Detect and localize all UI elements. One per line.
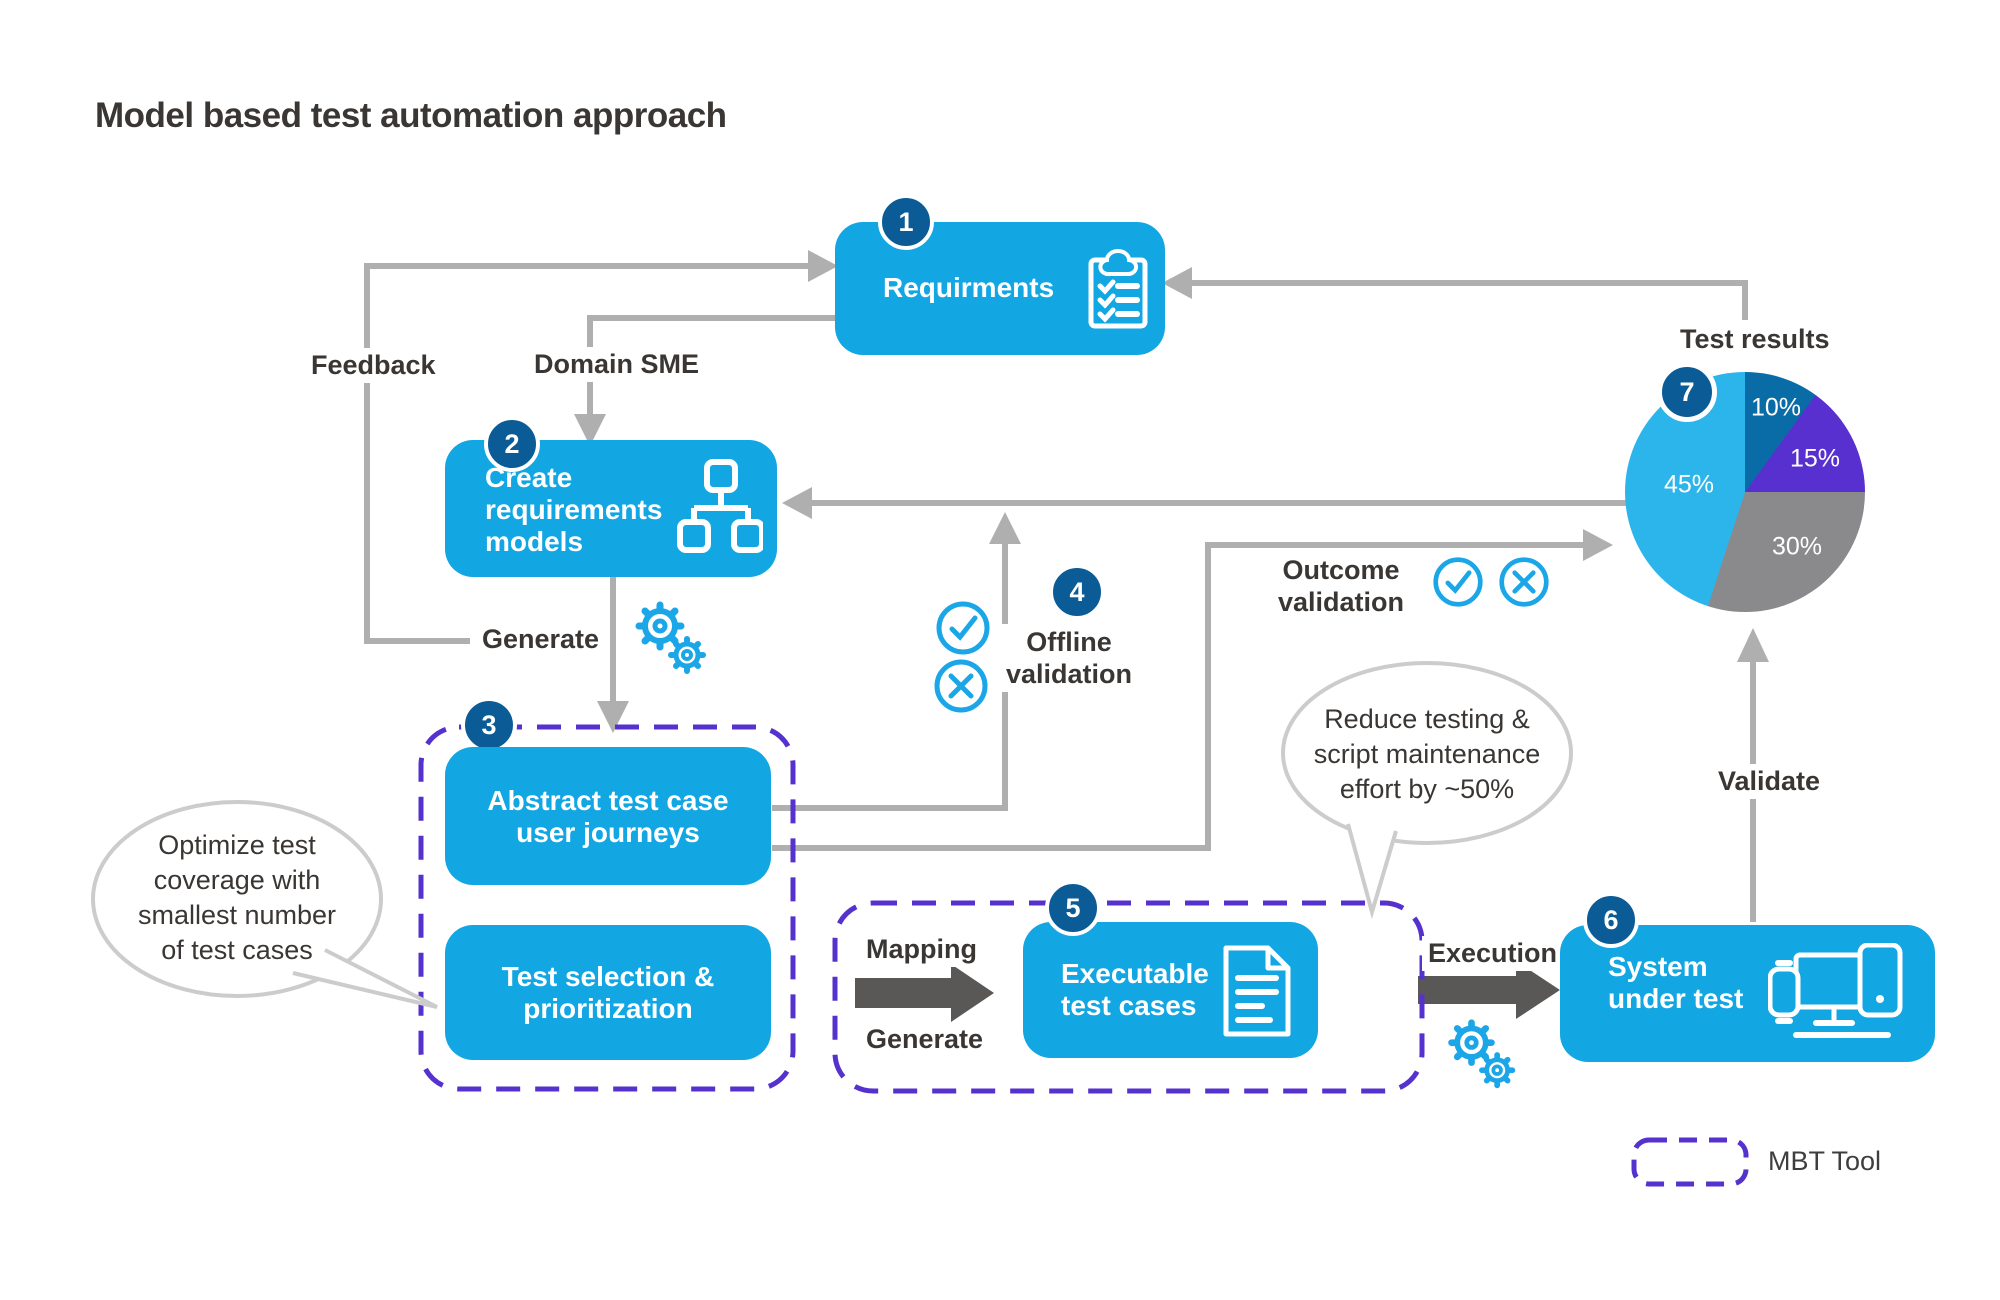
domain-sme-arrowhead [574,414,606,446]
outcome-validation-arrowhead [1583,529,1613,561]
outcome-validation-line [772,542,1583,851]
generate2-label: Generate [860,1022,990,1057]
offline-validation-line1: Offline [1026,627,1112,657]
reduce-bubble-text: Reduce testing & script maintenance effo… [1313,704,1541,804]
test-selection-box: Test selection & prioritization [445,925,771,1060]
generate-label: Generate [476,622,606,657]
page-title: Model based test automation approach [95,96,727,135]
hierarchy-model-icon [677,459,763,553]
offline-validation-arrowhead [989,512,1021,544]
optimize-bubble-tail [292,948,438,1009]
executable-line2: test cases [1061,990,1197,1021]
validate-arrowhead [1737,628,1769,662]
system-under-test-box: System under test [1560,925,1935,1062]
domain-sme-label: Domain SME [528,347,706,382]
abstract-line1: Abstract test case [487,785,729,816]
check-circle-icon [1433,557,1483,607]
execution-gears-icon [1448,1019,1516,1089]
feedback-label: Feedback [305,348,442,383]
selection-line1: Test selection & [501,961,715,992]
mapping-arrow-head [951,964,994,1022]
execution-arrow-head [1516,961,1560,1019]
create-models-line2: requirements [485,494,663,525]
results-to-requirements-line [1192,280,1748,320]
step-1-badge: 1 [878,194,934,250]
sut-line1: System [1608,951,1708,982]
abstract-test-case-box: Abstract test case user journeys [445,747,771,885]
create-models-line3: models [485,526,584,557]
mapping-arrow-body [855,978,951,1008]
mbt-legend-swatch [1631,1137,1749,1187]
optimize-bubble-shape [91,800,383,998]
generate-arrowhead [597,701,629,733]
x-circle-icon [1499,557,1549,607]
pie-label-10: 10% [1750,393,1802,422]
domain-sme-connector-line [587,315,838,416]
step-6-badge: 6 [1583,892,1639,948]
document-icon [1223,945,1291,1037]
clipboard-checklist-icon [1088,249,1148,329]
optimize-bubble-text: Optimize test coverage with smallest num… [137,830,337,965]
requirements-box: Requirments [835,222,1165,355]
feedback-connector-line [364,263,810,644]
step-4-badge: 4 [1049,564,1105,620]
feedback-arrowhead [808,250,838,282]
results-to-requirements-arrowhead [1162,267,1192,299]
reduce-bubble-shape [1281,661,1573,845]
devices-icon [1768,943,1903,1038]
pie-label-30: 30% [1771,532,1823,561]
step-2-badge: 2 [484,416,540,472]
abstract-line2: user journeys [516,817,700,848]
outcome-validation-line2: validation [1278,587,1405,617]
offline-validation-line2: validation [1006,659,1133,689]
mapping-label: Mapping [860,932,983,967]
pie-to-models-arrowhead [782,487,812,519]
generate-gears-icon [635,601,706,674]
requirements-label: Requirments [883,272,1055,303]
pie-label-45: 45% [1663,470,1715,499]
mbt-group-5-dashed-border [832,900,1425,1094]
execution-arrow-body [1418,976,1516,1004]
step-3-badge: 3 [461,697,517,753]
mbt-tool-legend-label: MBT Tool [1768,1146,1882,1176]
executable-line1: Executable [1061,958,1209,989]
step-5-badge: 5 [1045,880,1101,936]
check-circle-icon [936,601,990,655]
reduce-bubble-tail [1346,823,1398,920]
execution-label: Execution [1422,936,1564,971]
selection-line2: prioritization [523,993,693,1024]
sut-line2: under test [1608,983,1744,1014]
pie-label-15: 15% [1789,444,1841,473]
executable-test-cases-box: Executable test cases [1023,922,1318,1058]
validate-label: Validate [1712,764,1827,799]
step-7-badge: 7 [1657,362,1717,422]
outcome-validation-line1: Outcome [1282,555,1400,585]
x-circle-icon [934,659,988,713]
test-results-title: Test results [1680,324,1830,354]
